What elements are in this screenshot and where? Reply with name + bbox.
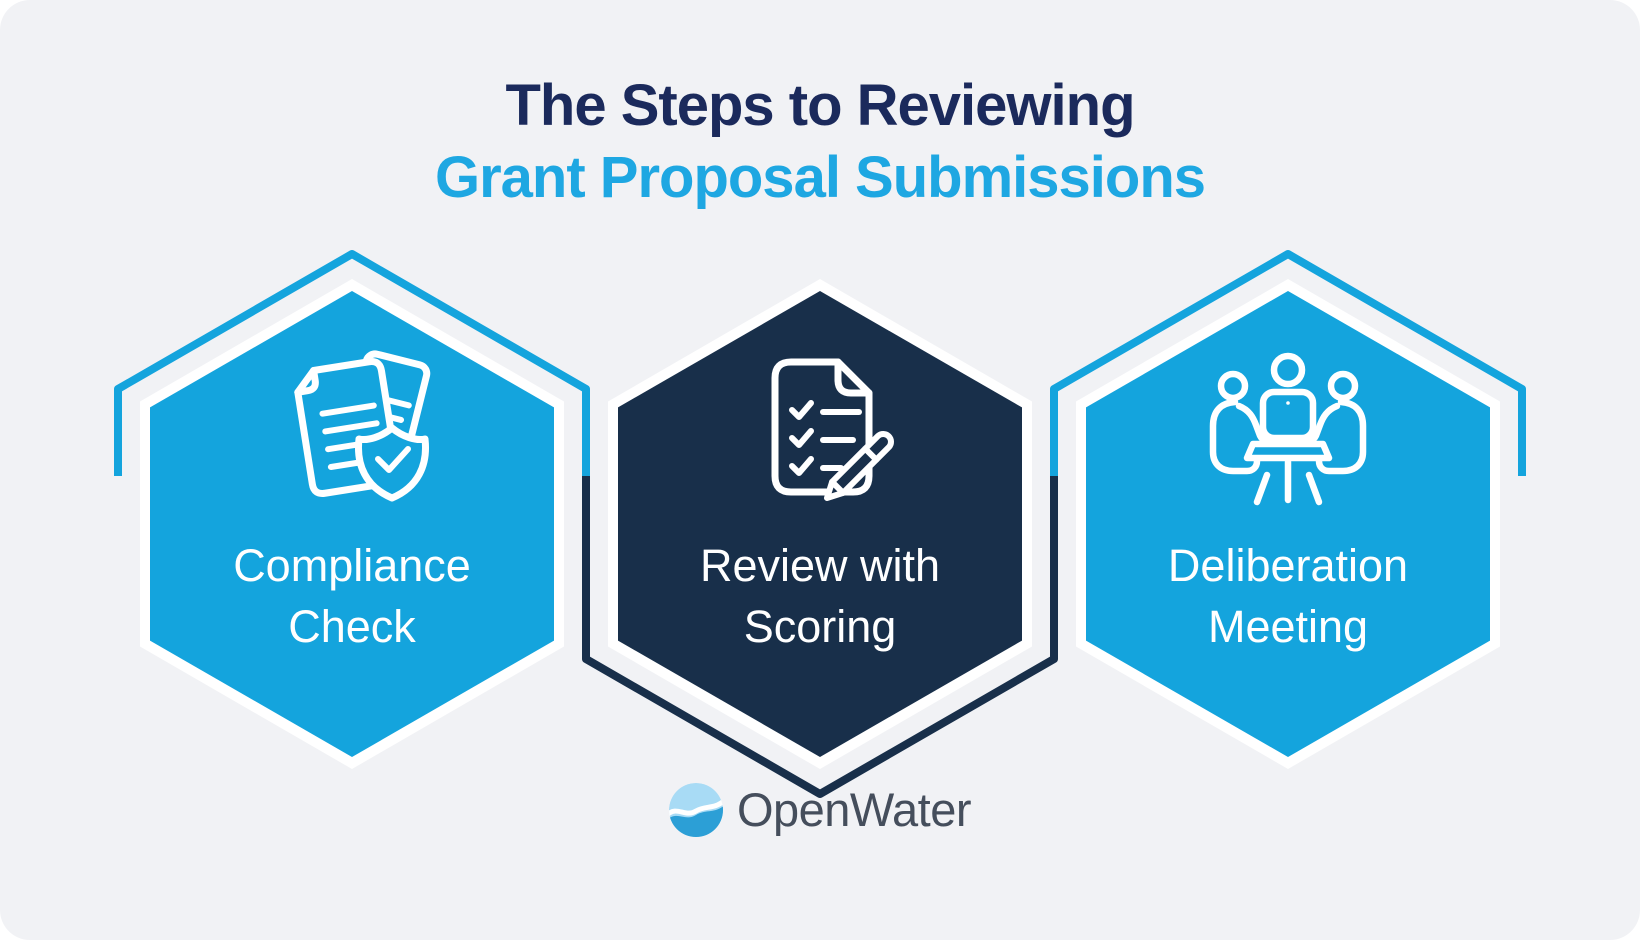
title-line-2: Grant Proposal Submissions xyxy=(434,144,1206,210)
document-checklist-pencil-icon xyxy=(771,358,894,501)
openwater-wave-logo-icon xyxy=(668,782,723,837)
openwater-logo: OpenWater xyxy=(0,782,1640,837)
step1-hexagon xyxy=(150,291,554,757)
logo-text: OpenWater xyxy=(736,783,972,836)
step1-label: Compliance Check xyxy=(233,540,471,652)
step2-hexagon xyxy=(618,291,1022,757)
step3-label: Deliberation Meeting xyxy=(1167,540,1409,652)
page-title: The Steps to Reviewing Grant Proposal Su… xyxy=(0,70,1640,214)
step2-hexagon-outline xyxy=(582,476,1058,798)
meeting-people-table-icon xyxy=(1209,352,1367,506)
step3-hexagon-outline xyxy=(1050,250,1526,476)
step1-hexagon-outline xyxy=(114,250,590,476)
documents-shield-check-icon xyxy=(294,350,431,502)
step2-label: Review with Scoring xyxy=(699,540,941,652)
title-line-1: The Steps to Reviewing xyxy=(505,73,1136,138)
step3-hexagon xyxy=(1086,291,1490,757)
